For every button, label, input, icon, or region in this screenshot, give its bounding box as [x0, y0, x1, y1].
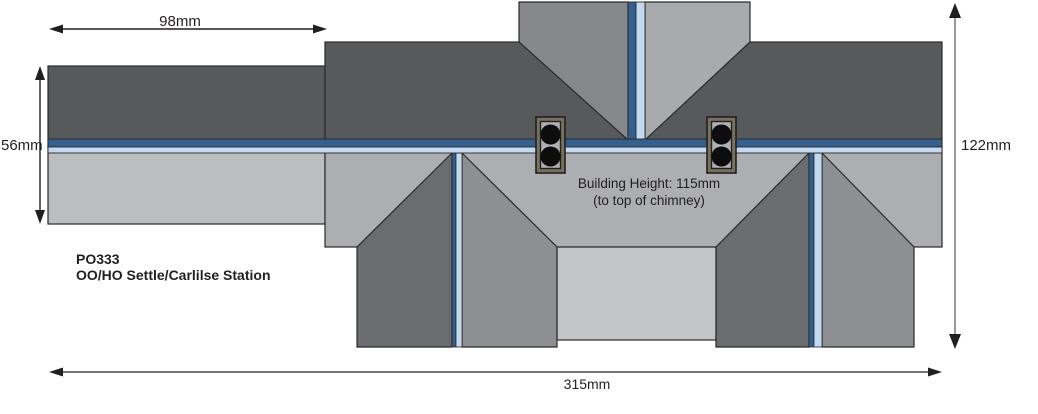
centre-canopy-roof [556, 246, 717, 341]
dimension-arrow-98mm [49, 24, 327, 34]
arrowhead-top-122mm [949, 3, 961, 18]
chimney-left [535, 116, 566, 174]
gable-ridge-dark-stripe [627, 1, 637, 141]
main-ridge-dark-stripe [47, 138, 943, 148]
chimney-right-pot-top [711, 124, 732, 145]
chimney-left-pot-top [540, 124, 561, 145]
chimney-right-pot-bottom [711, 146, 732, 167]
gable-ridge-light-stripe [635, 1, 646, 141]
dimension-label-56mm: 56mm [1, 137, 43, 154]
left-pavilion-ridge-dark-stripe [451, 152, 457, 348]
arrowhead-left-98mm [49, 24, 63, 34]
arrowhead-right-315mm [928, 367, 942, 377]
left-wing-north-roof-face [47, 65, 326, 148]
building-height-note: Building Height: 115mm (to top of chimne… [547, 176, 751, 209]
product-name: OO/HO Settle/Carlilse Station [76, 267, 271, 283]
building-height-note-line2: (to top of chimney) [593, 192, 705, 208]
right-pavilion-ridge-light-stripe [813, 152, 823, 348]
dimension-label-315mm: 315mm [563, 376, 611, 392]
right-pavilion-ridge-dark-stripe [808, 152, 815, 348]
product-code: PO333 [76, 251, 120, 267]
arrowhead-right-98mm [313, 24, 327, 34]
chimney-right [706, 116, 737, 174]
dimension-arrow-56mm [35, 66, 45, 224]
chimney-left-pot-bottom [540, 146, 561, 167]
product-label: PO333 OO/HO Settle/Carlilse Station [76, 251, 271, 283]
left-wing-south-roof-face [47, 146, 326, 225]
arrowhead-bottom-122mm [949, 334, 961, 349]
dimension-arrow-315mm [49, 367, 942, 377]
building-height-note-line1: Building Height: 115mm [577, 176, 721, 191]
dimension-label-122mm: 122mm [961, 137, 1012, 154]
dimension-label-98mm: 98mm [159, 13, 201, 30]
dimension-arrow-122mm [949, 3, 961, 349]
left-pavilion-ridge-light-stripe [455, 152, 463, 348]
main-ridge-light-stripe [47, 146, 943, 154]
arrowhead-bottom-56mm [35, 210, 45, 224]
arrowhead-top-56mm [35, 66, 45, 80]
arrowhead-left-315mm [49, 367, 63, 377]
